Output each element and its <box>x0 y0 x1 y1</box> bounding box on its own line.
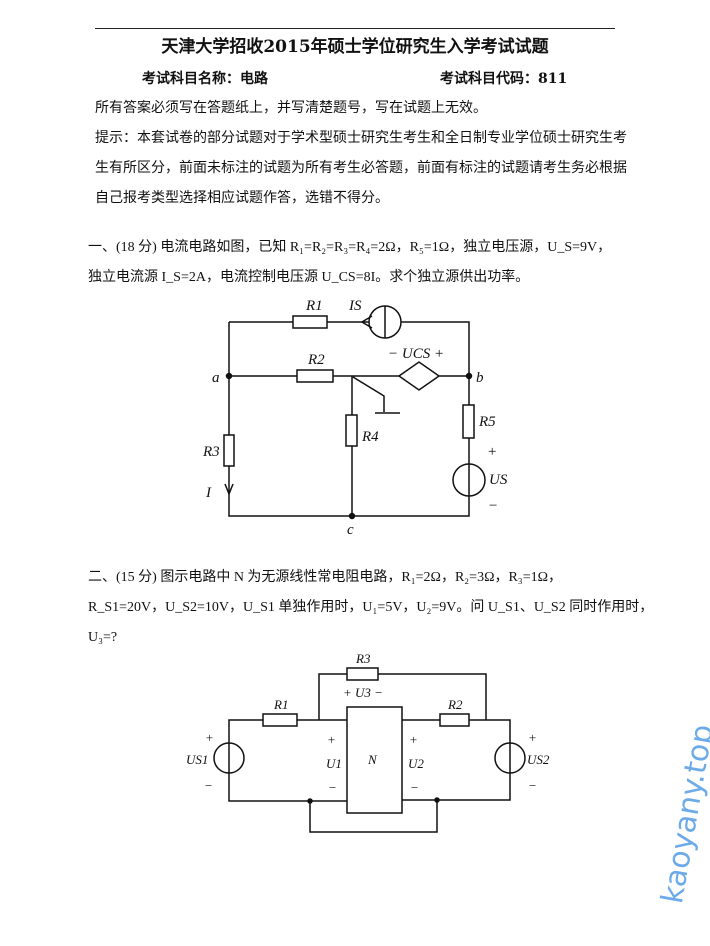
label-i: I <box>205 485 212 501</box>
notice: 所有答案必须写在答题纸上，并写清楚题号，写在试题上无效。 <box>95 100 487 116</box>
resistor-r3 <box>223 434 235 467</box>
label-r2: R2 <box>307 352 325 368</box>
label-us1: US1 <box>186 752 208 767</box>
resistor-r5 <box>462 404 475 439</box>
label-r2: R2 <box>447 697 463 712</box>
node-c <box>348 512 356 520</box>
label-plus: + <box>487 444 497 460</box>
resistor-r4 <box>345 414 358 447</box>
q2-line2: R_S1=20V，U_S2=10V，U_S1 单独作用时，U₁=5V，U₂=9V… <box>88 600 654 615</box>
label-r1: R1 <box>273 697 288 712</box>
q2-line1: 二、(15 分) 图示电路中 N 为无源线性常电阻电路，R₁=2Ω，R₂=3Ω，… <box>88 570 562 585</box>
label-minus: − <box>488 498 498 514</box>
label-us2-plus: + <box>528 730 537 745</box>
node-b <box>465 372 473 380</box>
label-r1: R1 <box>305 298 323 314</box>
label-u2-plus: + <box>409 732 418 747</box>
label-n: N <box>367 752 378 767</box>
ccvs-diamond <box>397 361 441 391</box>
q1-line1: 一、(18 分) 电流电路如图，已知 R₁=R₂=R₃=R₄=2Ω，R₅=1Ω，… <box>88 240 612 255</box>
label-u2: U2 <box>408 756 424 771</box>
label-r5: R5 <box>478 414 496 430</box>
label-us2: US2 <box>527 752 550 767</box>
resistor-r3 <box>346 667 379 681</box>
circuit-1: R1 IS − UCS + R2 a b R4 R3 I R5 + US − c <box>202 298 508 538</box>
header-rule <box>95 28 615 29</box>
label-u1-plus: + <box>327 732 336 747</box>
label-is: IS <box>348 298 362 314</box>
label-c: c <box>347 522 354 538</box>
label-b: b <box>476 370 484 386</box>
circuit-2: R1 R3 + U3 − R2 N + U1 − + U2 − + US1 − … <box>186 651 550 833</box>
label-u1-minus: − <box>328 780 337 795</box>
label-u3: + U3 − <box>343 685 383 700</box>
resistor-r1 <box>292 315 328 329</box>
label-us1-minus: − <box>204 778 213 793</box>
label-u1: U1 <box>326 756 342 771</box>
exam-title: 天津大学招收2015年硕士学位研究生入学考试试题 <box>161 37 549 57</box>
resistor-r2 <box>439 713 470 727</box>
label-r3: R3 <box>355 651 371 666</box>
network-n <box>346 706 403 814</box>
q2-line3: U₃=? <box>88 630 118 645</box>
label-us: US <box>489 472 508 488</box>
node-a <box>225 372 233 380</box>
hint: 提示：本套试卷的部分试题对于学术型硕士研究生考生和全日制专业学位硕士研究生考生有… <box>95 130 627 206</box>
label-r3: R3 <box>202 444 220 460</box>
resistor-r2 <box>296 369 334 383</box>
label-us1-plus: + <box>205 730 214 745</box>
q1-line2: 独立电流源 I_S=2A，电流控制电压源 U_CS=8I。求个独立源供出功率。 <box>88 270 530 285</box>
label-r4: R4 <box>361 429 379 445</box>
label-us2-minus: − <box>528 778 537 793</box>
label-a: a <box>212 370 220 386</box>
resistor-r1 <box>262 713 298 727</box>
subject-name: 考试科目名称：电路 <box>142 71 268 87</box>
label-ucs: − UCS + <box>388 346 444 362</box>
label-u2-minus: − <box>410 780 419 795</box>
subject-code: 考试科目代码：811 <box>440 71 568 87</box>
